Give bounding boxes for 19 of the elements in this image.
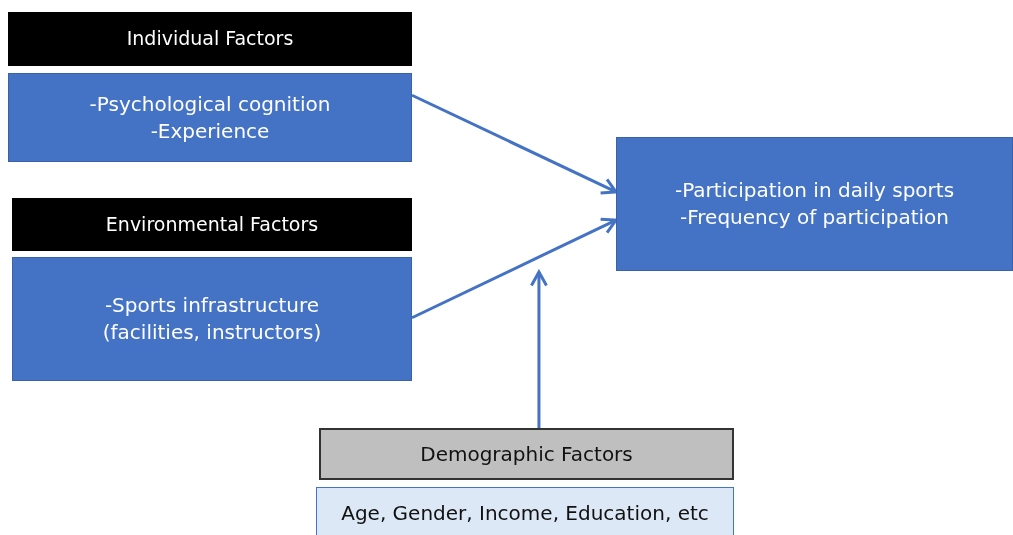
node-text: -Sports infrastructure (facilities, instructors) [101, 292, 323, 346]
arrow [411, 217, 618, 320]
process-box [8, 73, 412, 162]
header-bar [8, 12, 412, 66]
node-text: -Frequency of participation [680, 204, 949, 231]
arrow [411, 93, 618, 195]
process-box [12, 257, 412, 381]
info-box [316, 487, 734, 535]
header-bar [319, 428, 734, 480]
process-box [616, 137, 1013, 271]
node-text: Individual Factors [126, 26, 294, 52]
node-text: -Participation in daily sports [674, 177, 955, 204]
node-text: Demographic Factors [420, 440, 633, 468]
node-text: Age, Gender, Income, Education, etc [341, 499, 709, 527]
header-bar [12, 198, 412, 251]
node-text: -Psychological cognition [89, 90, 331, 118]
node-text: Environmental Factors [105, 211, 319, 237]
arrow [529, 270, 548, 428]
node-text: -Experience [150, 117, 270, 145]
